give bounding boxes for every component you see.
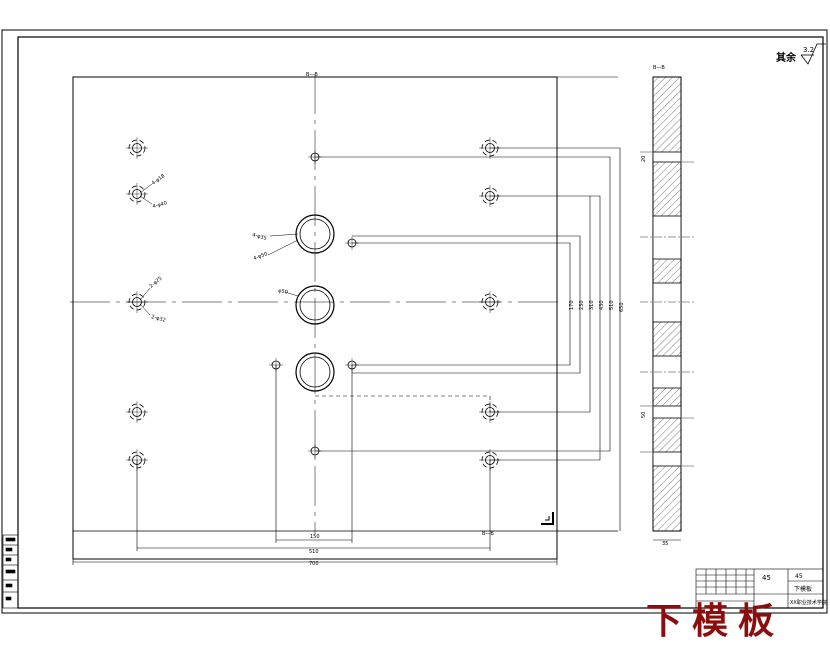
callout-6: φ50 xyxy=(278,288,289,296)
outer-frame xyxy=(1,29,828,614)
dim-230: 230 xyxy=(579,300,585,310)
guide-hole-inner xyxy=(299,218,331,250)
right-dimension-labels: 170 230 310 430 510 650 xyxy=(569,300,625,312)
section-marker-top: B—B xyxy=(306,72,318,78)
callout-4: 4-φ35 xyxy=(251,232,267,242)
roughness-value: 3.2 xyxy=(803,46,814,54)
hole-group xyxy=(126,137,501,471)
callout-0: 4-φ18 xyxy=(151,173,166,186)
dim-650: 650 xyxy=(619,302,625,312)
inner-frame xyxy=(17,36,824,609)
material-code: 45 xyxy=(795,573,803,580)
callout-3: 2-φ32 xyxy=(150,314,166,324)
dim-700: 700 xyxy=(309,561,319,567)
guide-hole-inner xyxy=(299,289,331,321)
callout-1: 4-φ40 xyxy=(152,200,168,210)
section-title: B—B xyxy=(653,65,665,71)
dim-510: 510 xyxy=(609,300,615,310)
right-dimensions xyxy=(315,147,621,531)
bottom-dimensions xyxy=(72,365,558,565)
roughness-symbol: 其余 3.2 xyxy=(776,43,826,65)
guide-hole-outer xyxy=(295,352,335,392)
margin-table xyxy=(2,534,19,609)
bottom-dimension-labels: 150 510 700 xyxy=(309,534,320,567)
dim-170: 170 xyxy=(569,300,575,310)
dim-430: 430 xyxy=(599,300,605,310)
guide-hole-inner xyxy=(299,356,331,388)
callout-2: 2-φ25 xyxy=(148,276,163,290)
dim-510-bottom: 510 xyxy=(309,549,319,555)
callout-5: 4-φ50 xyxy=(253,251,269,262)
school-name: XX职业技术学院 xyxy=(790,599,827,606)
part-name: 下模板 xyxy=(794,585,812,593)
title-block: 45 45 下模板 XX职业技术学院 xyxy=(695,568,827,609)
dim-150: 150 xyxy=(310,534,320,540)
side-dim-20: 20 xyxy=(641,156,647,162)
side-dim-35: 35 xyxy=(662,541,668,547)
guide-hole-outer xyxy=(295,285,335,325)
material-cell: 45 xyxy=(762,574,771,582)
watermark-text: 下模板 xyxy=(646,600,785,642)
roughness-label: 其余 xyxy=(776,51,797,64)
side-dim-50: 50 xyxy=(641,412,647,418)
hole-callouts: 4-φ18 4-φ40 2-φ25 2-φ32 4-φ35 4-φ50 φ50 xyxy=(139,173,299,324)
section-marker-bottom: B—B xyxy=(482,531,494,537)
section-view: B—B 35 20 50 xyxy=(640,65,694,547)
dim-310: 310 xyxy=(589,300,595,310)
